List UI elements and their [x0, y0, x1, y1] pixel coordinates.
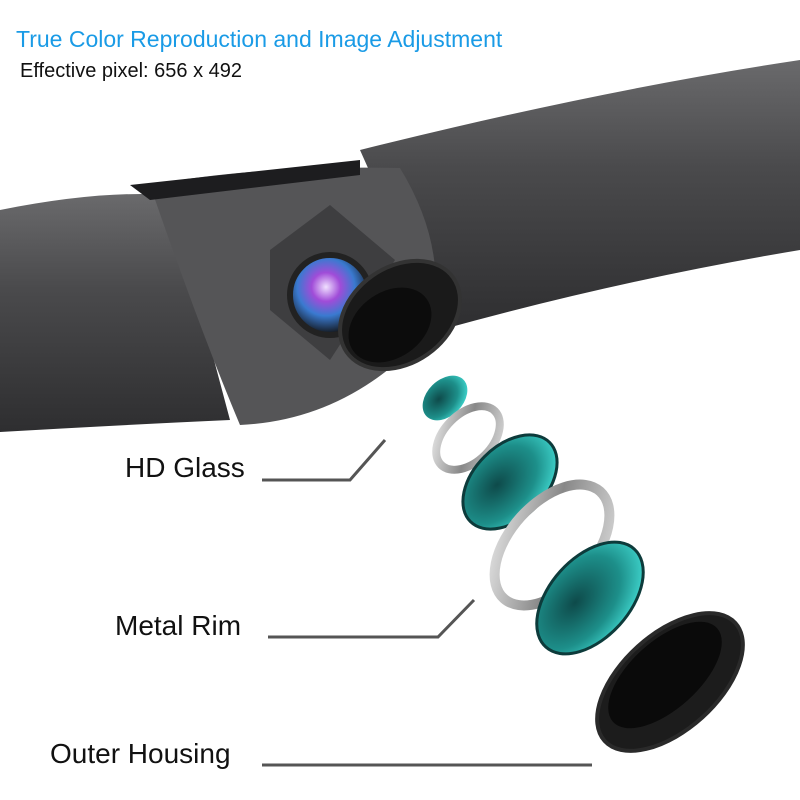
- hd-glass-leader: [262, 439, 387, 482]
- small-glass: [422, 375, 468, 421]
- label-outer-housing: Outer Housing: [50, 738, 231, 769]
- metal-rim-leader: [268, 598, 476, 639]
- headline: True Color Reproduction and Image Adjust…: [16, 26, 503, 52]
- effective-pixel-text: Effective pixel: 656 x 492: [20, 60, 242, 82]
- label-metal-rim: Metal Rim: [115, 610, 242, 641]
- camera-bar-left: [0, 194, 230, 432]
- label-hd-glass: HD Glass: [125, 452, 245, 483]
- camera-bar-right: [360, 60, 800, 330]
- hd-glass-2: [535, 540, 645, 656]
